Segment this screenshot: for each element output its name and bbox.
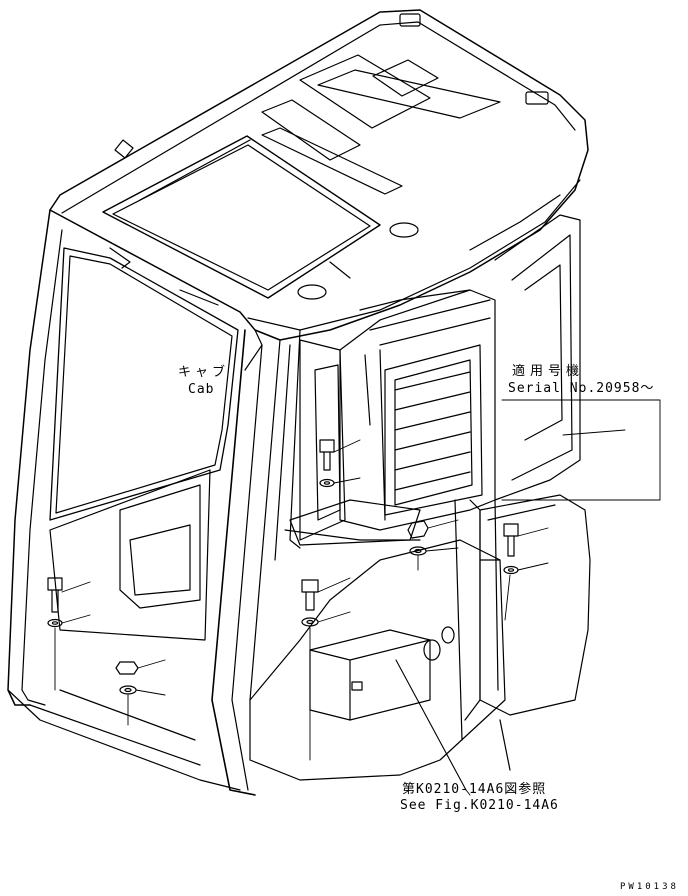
roof	[49, 9, 589, 371]
serial-label-en: Serial No.20958〜	[508, 381, 655, 396]
figure-reference-jp: 第K0210-14A6図参照	[402, 782, 547, 797]
fasteners	[47, 439, 519, 721]
front-pillar	[211, 329, 301, 796]
left-frame	[7, 209, 241, 791]
cab-label-jp: キャブ	[178, 365, 230, 380]
interior	[249, 214, 591, 781]
serial-label-jp: 適用号機	[512, 364, 585, 379]
cab-label-en: Cab	[188, 382, 215, 397]
leader-lines	[54, 399, 661, 796]
figure-reference-en: See Fig.K0210-14A6	[400, 798, 559, 813]
drawing-number: PW10138	[620, 882, 679, 892]
